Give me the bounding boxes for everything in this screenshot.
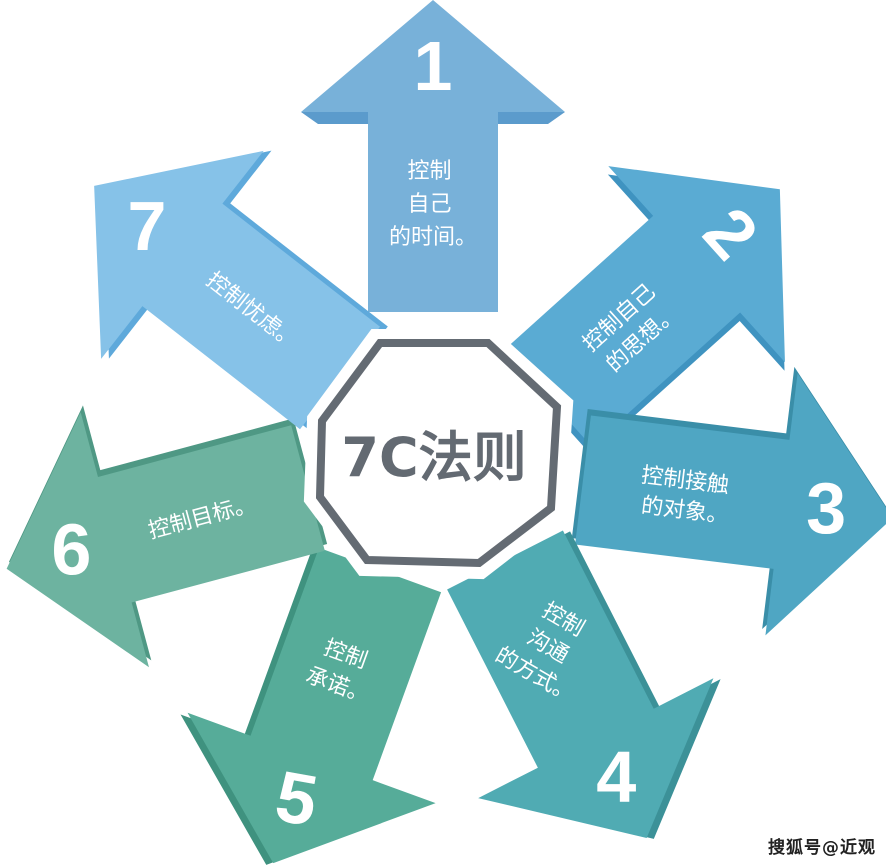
arrow-7-body [94,150,381,430]
center-octagon [315,339,562,568]
watermark: 搜狐号@近观 [768,838,876,858]
arrow-5-body [187,547,442,864]
center-node: 7C法则 [303,329,574,580]
arrow-1-left-bevel [301,112,368,124]
arrow-1-number: 1 [414,27,453,105]
arrow-5: 5 控制 承诺。 [180,547,442,865]
arrow-6-body [6,412,325,668]
arrow-1: 1 控制 自己 的时间。 [301,0,565,312]
center-title: 7C法则 [341,426,526,489]
arrow-6: 6 控制目标。 [6,405,328,668]
arrow-3: 3 控制接触 的对象。 [571,366,886,636]
arrow-1-body [301,0,565,312]
arrow-3-body [575,373,886,636]
arrow-4-body [447,530,714,838]
arrow-2: 2 控制自己 的思想。 [504,166,785,455]
arrow-4-number: 4 [596,737,636,817]
arrow-4: 4 控制 沟通 的方式。 [447,530,721,839]
arrow-2-body [504,166,785,447]
arrow-7: 7 控制忧虑。 [94,150,388,430]
arrow-7-number: 7 [127,187,166,265]
arrow-1-right-bevel [498,112,565,124]
arrow-6-number: 6 [51,510,91,590]
arrow-1-label: 控制 自己 的时间。 [389,159,477,250]
arrow-3-number: 3 [806,469,846,549]
